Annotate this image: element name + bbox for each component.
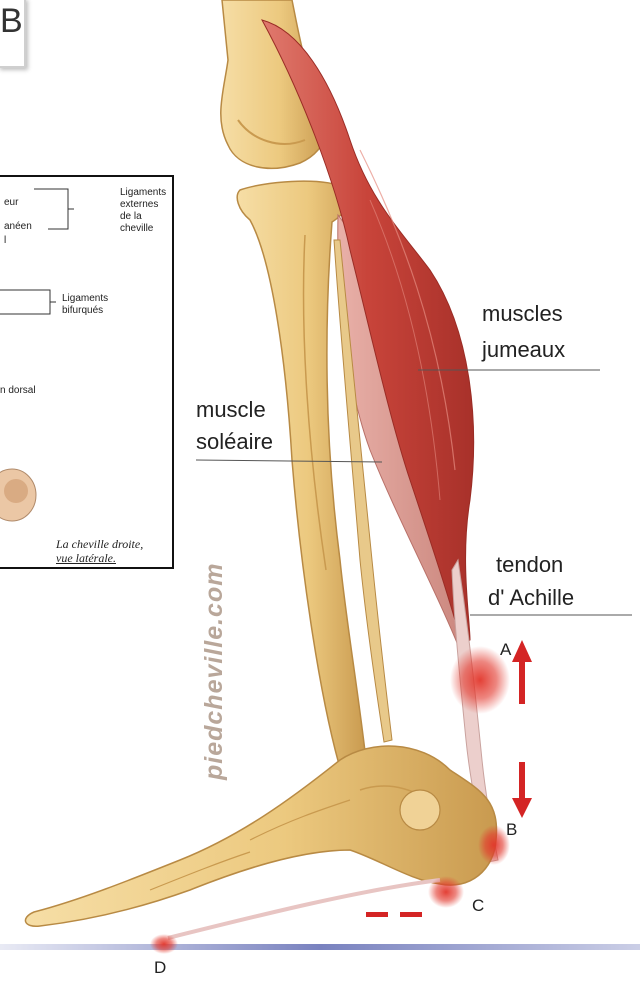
label-muscle-soleaire-line1: muscle [196,396,266,424]
label-muscles-jumeaux-line2: jumeaux [482,336,565,364]
inset-drawing [0,177,174,569]
inset-caption-line2: vue latérale. [56,551,168,565]
point-label-b: B [506,820,517,840]
foot-bones [25,746,496,926]
watermark-text: piedcheville.com [200,563,229,780]
inset-fragment-dorsal: n dorsal [0,385,36,397]
label-muscles-jumeaux-line1: muscles [482,300,563,328]
pain-spot-d [150,934,178,954]
red-arrow-up [512,640,532,704]
ground-line [0,944,640,950]
label-tendon-line1: tendon [496,551,563,579]
inset-label-ligaments-externes-4: cheville [120,223,153,235]
inset-caption: La cheville droite, vue latérale. [56,537,168,565]
label-tendon-line2: d' Achille [488,584,574,612]
pain-spot-c [428,876,464,908]
inset-fragment-aneen: anéen [4,221,32,233]
point-label-c: C [472,896,484,916]
inset-label-ligaments-externes-2: externes [120,199,158,211]
inset-fragment-eur: eur [4,197,18,209]
label-muscle-soleaire-line2: soléaire [196,428,273,456]
figure-panel-letter: B [0,2,23,41]
inset-label-ligaments-bifurques-1: Ligaments [62,293,108,305]
point-label-d: D [154,958,166,978]
figure-panel-corner: B [0,0,26,68]
red-arrow-down [512,762,532,818]
point-label-a: A [500,640,511,660]
inset-label-ligaments-externes-1: Ligaments [120,187,166,199]
plantar-fascia [168,880,440,938]
ankle-inset-panel: Ligaments externes de la cheville eur an… [0,175,174,569]
inset-label-ligaments-bifurques-2: bifurqués [62,305,103,317]
inset-caption-line1: La cheville droite, [56,537,168,551]
inset-label-ligaments-externes-3: de la [120,211,142,223]
red-dashed-marker [366,912,422,917]
inset-fragment-l: l [4,235,6,247]
